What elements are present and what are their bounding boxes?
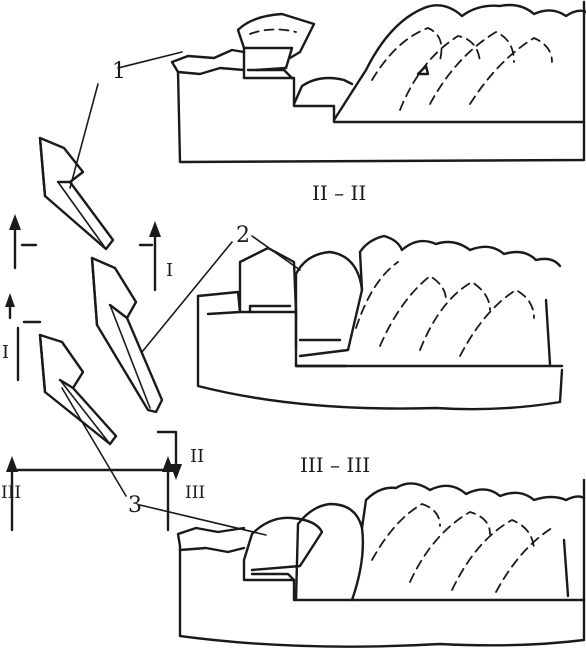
callout-1-leaders bbox=[69, 51, 183, 189]
callout-label-1: 1 bbox=[112, 59, 126, 84]
cutting-tool-1 bbox=[38, 136, 115, 251]
section-label-i-left: I bbox=[2, 342, 9, 363]
section-label-iii-right: III bbox=[185, 483, 205, 503]
callout-label-3: 3 bbox=[128, 493, 142, 518]
section-mark-iii bbox=[6, 456, 174, 532]
section-view-middle bbox=[196, 234, 564, 411]
section-view-bottom bbox=[176, 478, 586, 648]
section-mark-i-left bbox=[5, 293, 42, 382]
section-view-top bbox=[170, 0, 586, 164]
cutting-tool-3 bbox=[38, 333, 118, 446]
callout-label-2: 2 bbox=[236, 223, 250, 248]
section-title-ii: II – II bbox=[312, 181, 366, 205]
callout-3-leaders bbox=[61, 387, 267, 536]
section-mark-ii-right bbox=[138, 221, 161, 292]
cutting-tool-2 bbox=[90, 256, 164, 414]
section-mark-ii-left bbox=[9, 214, 38, 270]
section-label-iii-left: III bbox=[1, 483, 21, 503]
section-label-ii-bottom: II bbox=[190, 446, 204, 467]
section-mark-ii-bottom bbox=[156, 430, 182, 480]
section-title-iii: III – III bbox=[300, 453, 370, 477]
section-label-i-right: I bbox=[166, 260, 173, 281]
